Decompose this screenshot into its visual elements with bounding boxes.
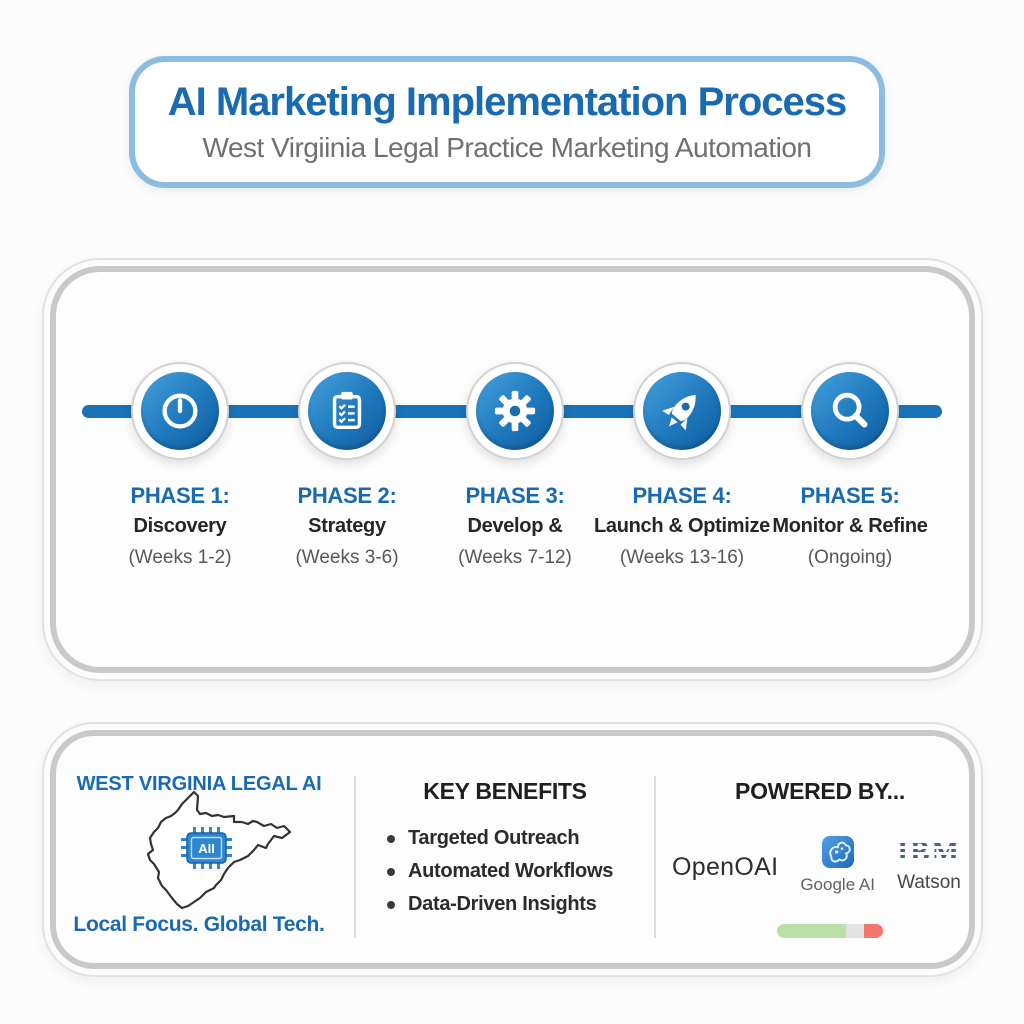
- phase-2-duration: (Weeks 3-6): [295, 547, 399, 568]
- phase-1-node: [131, 362, 229, 460]
- openai-logo: OpenOAI: [672, 853, 779, 881]
- phase-4-title: PHASE 4:: [632, 483, 732, 508]
- benefit-item: Automated Workflows: [387, 855, 613, 888]
- benefits-list: Targeted Outreach Automated Workflows Da…: [387, 822, 613, 921]
- ai-chip-icon: AII: [181, 827, 232, 869]
- progress-segment-red: [863, 924, 883, 938]
- google-ai-label: Google AI: [800, 875, 875, 894]
- gear-icon: [494, 390, 536, 432]
- progress-segment-gray: [845, 924, 864, 938]
- phase-1-name: Discovery: [133, 515, 227, 537]
- phase-3-duration: (Weeks 7-12): [458, 547, 572, 568]
- phase-3-node: [466, 362, 564, 460]
- brand-title: WEST VIRGINIA LEGAL AI: [76, 773, 322, 795]
- benefit-text: Automated Workflows: [408, 860, 614, 882]
- clipboard-icon: [332, 391, 362, 430]
- phase-2-node: [298, 362, 396, 460]
- footer-card: WEST VIRGINIA LEGAL AI AII Local Focus. …: [42, 722, 983, 977]
- brand-tagline: Local Focus. Global Tech.: [73, 913, 325, 936]
- chip-label: AII: [198, 841, 215, 856]
- benefit-text: Data-Driven Insights: [408, 893, 597, 915]
- bullet-icon: [387, 867, 395, 876]
- magnifier-icon: [832, 392, 868, 428]
- phase-1-label: PHASE 1: Discovery (Weeks 1-2): [70, 480, 290, 573]
- phase-5-circle: [811, 372, 889, 450]
- bullet-icon: [387, 900, 395, 909]
- phase-5-duration: (Ongoing): [807, 547, 893, 568]
- phase-4-circle: [643, 372, 721, 450]
- phase-3-circle: [476, 372, 554, 450]
- page-title: AI Marketing Implementation Process: [167, 80, 848, 124]
- ibm-watson-logo-block: IBM Watson: [894, 836, 964, 894]
- timeline-card-inner: [50, 266, 975, 673]
- footer-divider-left: [354, 776, 356, 938]
- ibm-logo: IBM: [894, 836, 964, 868]
- phase-4-node: [633, 362, 731, 460]
- phase-5-label: PHASE 5: Monitor & Refine (Ongoing): [740, 480, 960, 573]
- timeline-card: PHASE 1: Discovery (Weeks 1-2) PHASE 2: …: [42, 258, 983, 681]
- phase-4-name: Launch & Optimize: [593, 515, 771, 537]
- footer-divider-right: [654, 776, 656, 938]
- phase-2-title: PHASE 2:: [297, 483, 397, 508]
- phase-3-label: PHASE 3: Develop & (Weeks 7-12): [405, 480, 625, 573]
- benefit-item: Targeted Outreach: [387, 822, 613, 855]
- google-ai-icon: [821, 836, 854, 868]
- phase-3-title: PHASE 3:: [465, 483, 565, 508]
- phase-1-title: PHASE 1:: [130, 483, 230, 508]
- header-card: AI Marketing Implementation Process West…: [129, 56, 885, 188]
- west-virginia-map: AII: [146, 790, 292, 910]
- status-progress-bar: [777, 924, 883, 938]
- watson-label: Watson: [897, 872, 961, 893]
- phase-1-circle: [141, 372, 219, 450]
- phase-2-label: PHASE 2: Strategy (Weeks 3-6): [237, 480, 457, 573]
- phase-4-label: PHASE 4: Launch & Optimize (Weeks 13-16): [572, 480, 792, 573]
- benefit-text: Targeted Outreach: [408, 827, 580, 849]
- phase-2-name: Strategy: [308, 515, 386, 537]
- benefit-item: Data-Driven Insights: [387, 888, 613, 921]
- phase-5-title: PHASE 5:: [800, 483, 900, 508]
- benefits-heading: KEY BENEFITS: [423, 778, 587, 804]
- google-ai-logo-block: Google AI: [800, 836, 875, 895]
- phase-5-name: Monitor & Refine: [772, 515, 928, 537]
- page-subtitle: West Virgiinia Legal Practice Marketing …: [202, 132, 812, 163]
- phase-2-circle: [308, 372, 386, 450]
- phase-4-duration: (Weeks 13-16): [619, 547, 745, 568]
- phase-1-duration: (Weeks 1-2): [128, 547, 232, 568]
- bullet-icon: [387, 834, 395, 843]
- phase-5-node: [801, 362, 899, 460]
- partner-logos-row: OpenOAI Google AI IBM Watson: [664, 836, 969, 895]
- rocket-icon: [662, 394, 696, 431]
- clock-icon: [162, 393, 198, 429]
- phase-3-name: Develop &: [467, 515, 563, 537]
- progress-segment-green: [777, 924, 846, 938]
- powered-heading: POWERED BY...: [735, 778, 905, 804]
- openai-logo-block: OpenOAI: [672, 836, 778, 882]
